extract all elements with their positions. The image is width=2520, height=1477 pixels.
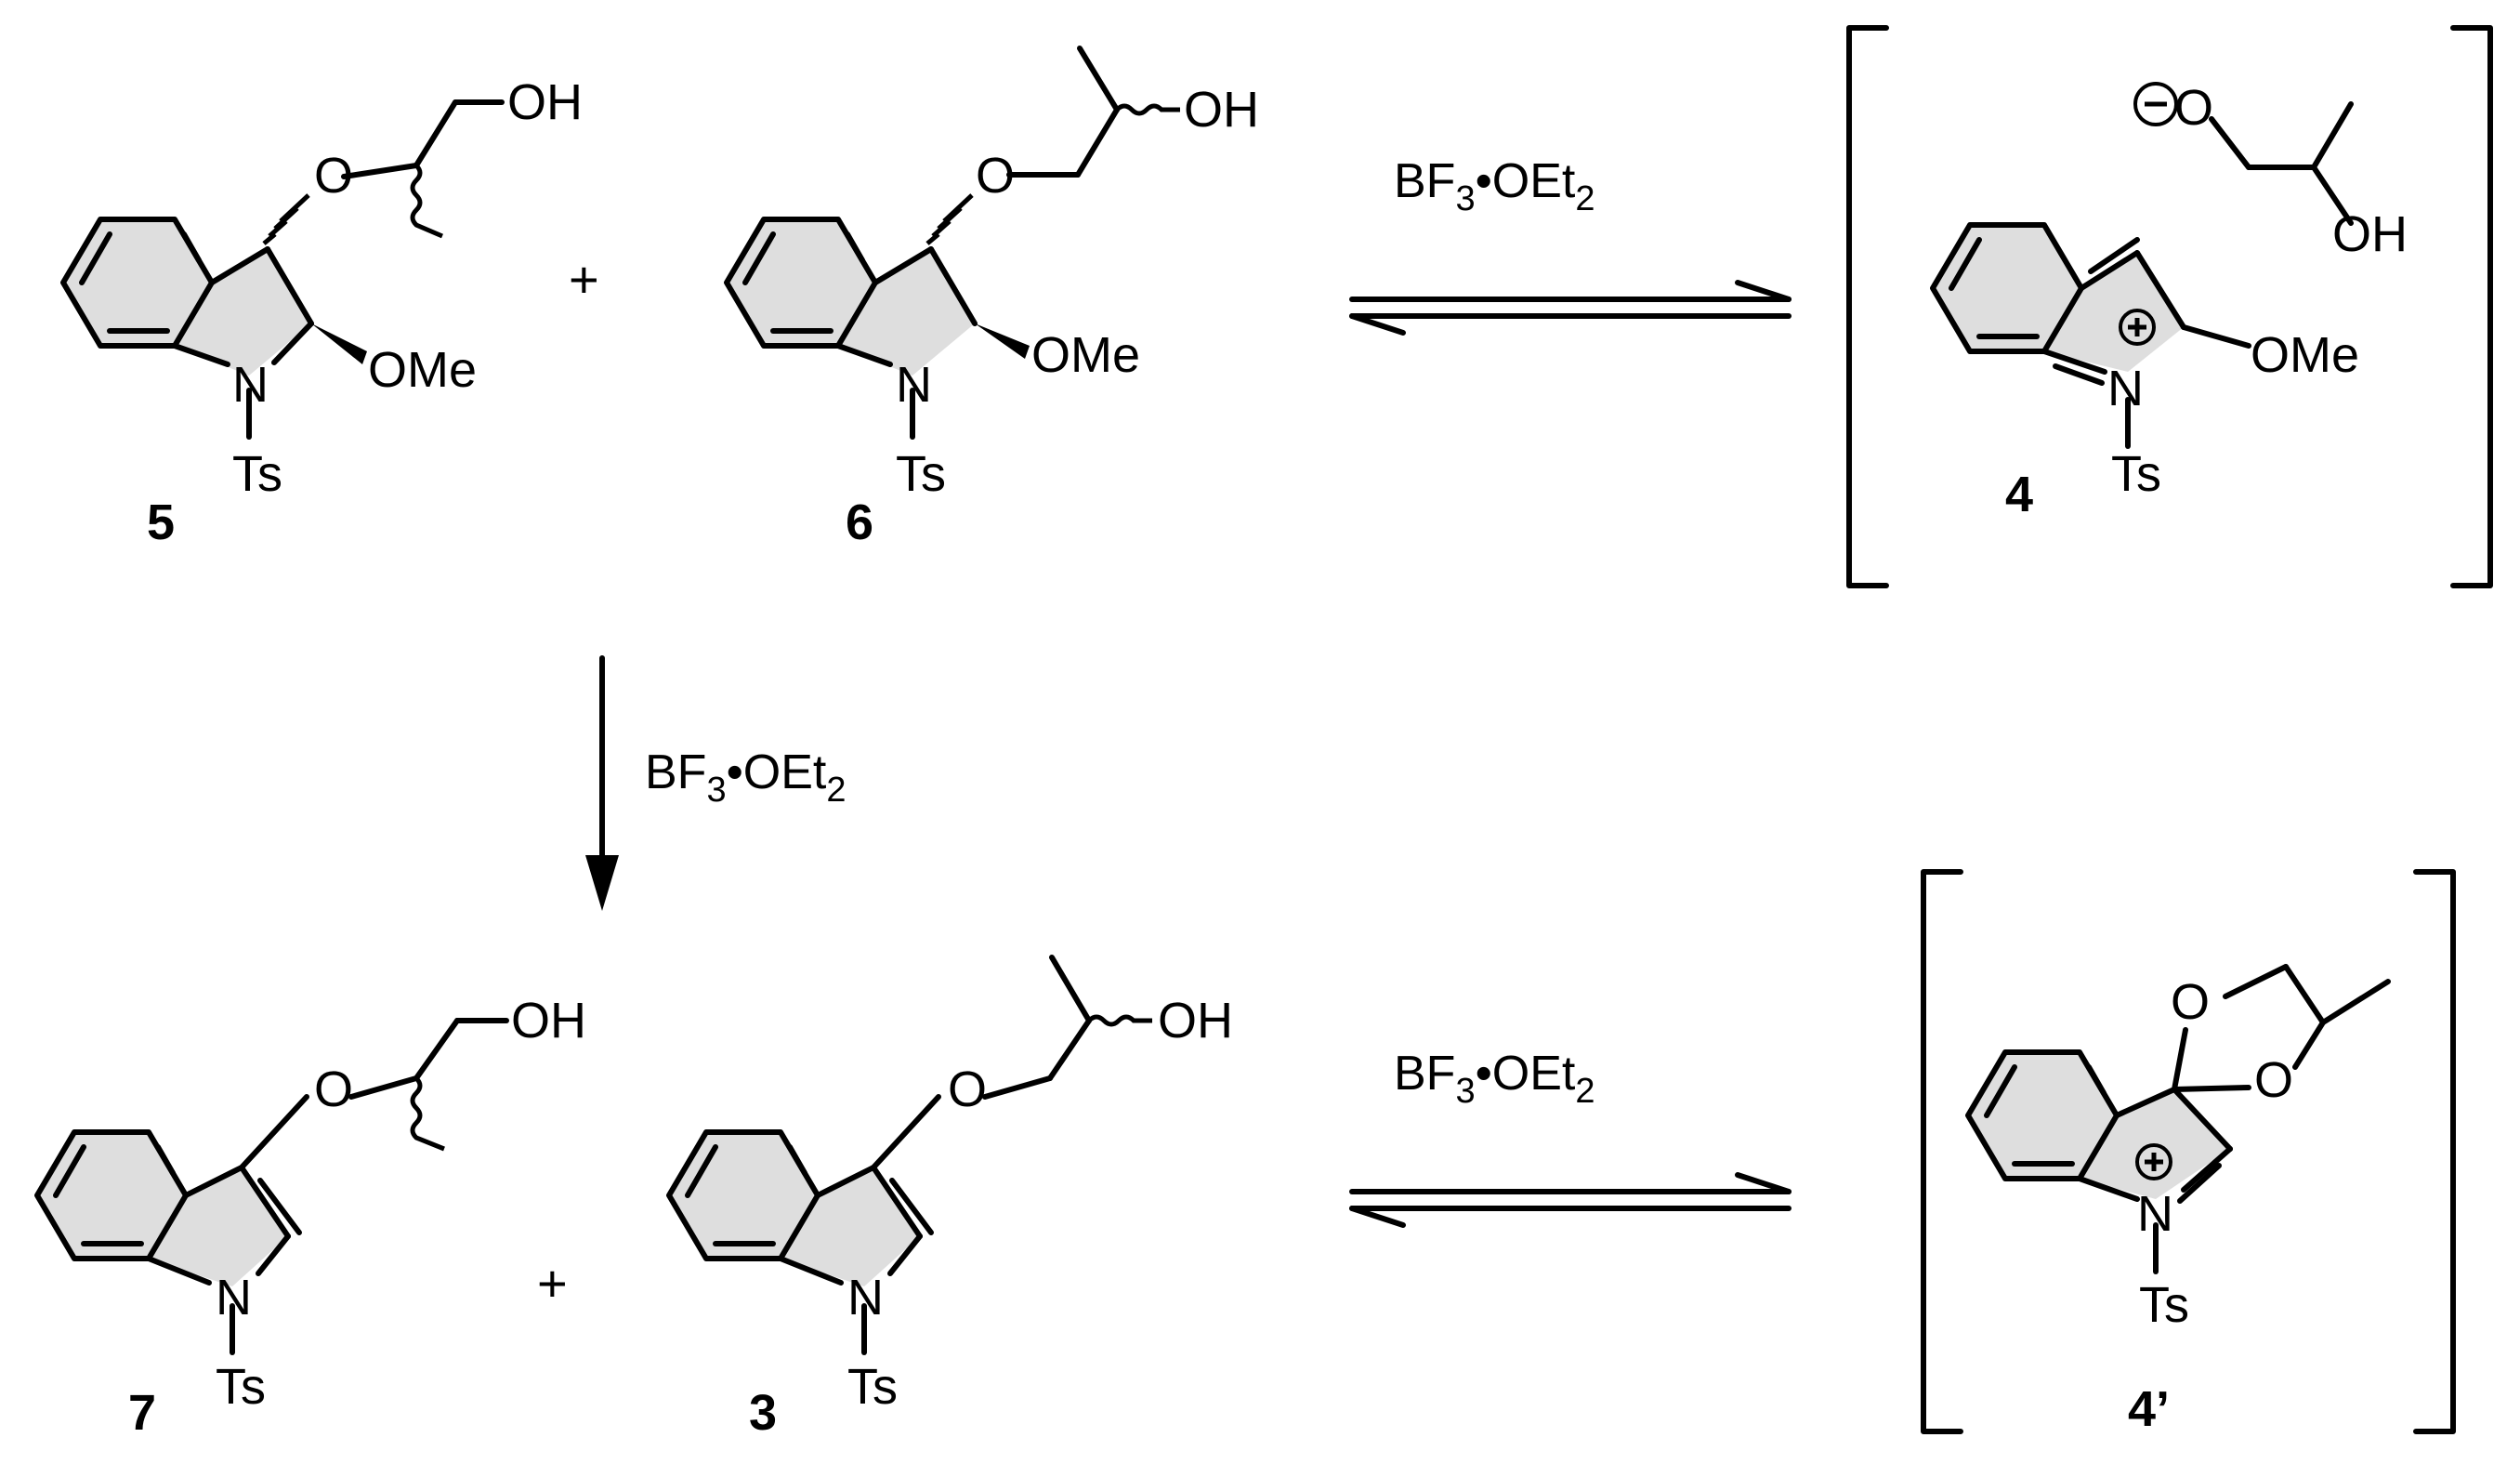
nitrogen-label: N xyxy=(896,357,932,413)
tosyl-label: Ts xyxy=(216,1359,266,1415)
compound-5: O OH OMe N Ts 5 xyxy=(60,74,583,550)
hydroxyl-label: OH xyxy=(507,74,583,130)
tosyl-label: Ts xyxy=(2139,1277,2189,1333)
methoxy-label: OMe xyxy=(368,342,477,398)
negative-charge-icon xyxy=(2133,82,2178,126)
compound-3-bonds xyxy=(666,955,1152,1355)
tosyl-label: Ts xyxy=(232,446,282,502)
compound-label-4-prime: 4’ xyxy=(2128,1381,2170,1437)
dioxolane-oxygen-right: O xyxy=(2254,1052,2293,1108)
compound-5-bonds xyxy=(60,99,505,440)
hydroxyl-label: OH xyxy=(511,993,586,1048)
compound-7-bonds xyxy=(34,1018,509,1355)
nitrogen-label: N xyxy=(216,1270,252,1325)
methoxy-label: OMe xyxy=(1031,327,1140,383)
compound-label-5: 5 xyxy=(147,495,175,550)
nitrogen-label: N xyxy=(232,357,269,413)
reagent-down-arrow: BF3•OEt2 xyxy=(645,745,847,810)
compound-label-4: 4 xyxy=(2005,467,2033,522)
compound-7: O OH N Ts 7 xyxy=(34,993,586,1441)
ether-oxygen: O xyxy=(948,1062,987,1117)
methoxy-label: OMe xyxy=(2251,327,2359,383)
reagent-bottom-equilibrium: BF3•OEt2 xyxy=(1394,1047,1595,1111)
hydroxyl-label: OH xyxy=(1184,82,1259,138)
compound-label-3: 3 xyxy=(749,1385,777,1441)
reaction-arrow-down xyxy=(585,655,619,911)
positive-charge-icon xyxy=(2135,1143,2172,1180)
hashed-wedge xyxy=(262,193,310,245)
compound-4-prime: O O N Ts 4’ xyxy=(1965,964,2391,1437)
compound-6: O OH OMe N Ts 6 xyxy=(724,46,1259,550)
ether-oxygen: O xyxy=(976,148,1015,204)
compound-4-bracket xyxy=(1846,25,2493,588)
compound-3: O OH N Ts 3 xyxy=(666,955,1233,1441)
tosyl-label: Ts xyxy=(2111,446,2161,502)
hydroxyl-label: OH xyxy=(1158,993,1233,1048)
hydroxyl-label: OH xyxy=(2332,206,2408,262)
plus-sign-top: + xyxy=(569,250,599,309)
nitrogen-label: N xyxy=(2107,361,2144,416)
ether-oxygen: O xyxy=(314,148,353,204)
equilibrium-arrow-bottom xyxy=(1349,1172,1792,1228)
compound-4: O OH OMe N Ts 4 xyxy=(1930,80,2408,522)
compound-6-bonds xyxy=(724,46,1180,440)
positive-charge-icon xyxy=(2119,309,2156,346)
plus-sign-bottom: + xyxy=(537,1254,568,1312)
nitrogen-label: N xyxy=(847,1270,884,1325)
compound-4-prime-bracket xyxy=(1921,869,2456,1434)
compound-4-prime-bonds xyxy=(1965,964,2391,1274)
reagent-top-equilibrium: BF3•OEt2 xyxy=(1394,154,1595,218)
compound-label-7: 7 xyxy=(128,1385,156,1441)
hashed-wedge xyxy=(925,193,974,245)
oxide-label: O xyxy=(2174,80,2213,136)
nitrogen-label: N xyxy=(2137,1186,2173,1242)
ether-oxygen: O xyxy=(314,1062,353,1117)
equilibrium-arrow-top xyxy=(1349,280,1792,336)
dioxolane-oxygen-top: O xyxy=(2171,974,2210,1030)
compound-4-bonds xyxy=(1930,101,2354,449)
tosyl-label: Ts xyxy=(896,446,946,502)
tosyl-label: Ts xyxy=(847,1359,898,1415)
compound-label-6: 6 xyxy=(846,495,873,550)
